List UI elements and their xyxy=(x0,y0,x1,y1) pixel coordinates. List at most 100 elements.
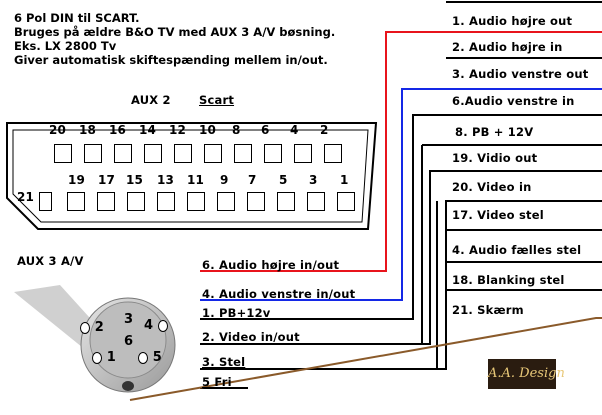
scart-pin-19: 19 xyxy=(68,173,86,187)
wire-audio-left xyxy=(200,88,602,301)
din-label-1: 6. Audio højre in/out xyxy=(202,258,340,272)
scart-label-11: 21. Skærm xyxy=(452,303,524,317)
pin-box xyxy=(187,192,205,211)
scart-connector xyxy=(6,122,378,230)
scart-label-aux: AUX 2 xyxy=(131,93,171,107)
scart-label-5: 8. PB + 12V xyxy=(455,125,534,139)
din-pin-3-label: 3 xyxy=(124,312,134,327)
scart-pin-boxes-top xyxy=(54,144,354,164)
din-pin-1: 1 xyxy=(92,350,116,365)
scart-pin-2: 2 xyxy=(320,123,329,137)
header-line-3: Eks. LX 2800 Tv xyxy=(14,39,117,53)
wire-shield xyxy=(129,317,602,401)
din-pin-6-label: 6 xyxy=(124,334,134,349)
scart-pin-16: 16 xyxy=(109,123,127,137)
scart-pin-12: 12 xyxy=(169,123,187,137)
scart-pin-boxes-bottom xyxy=(39,192,359,212)
scart-pin-17: 17 xyxy=(98,173,116,187)
scart-label-9: 4. Audio fælles stel xyxy=(452,243,582,257)
scart-label-4: 6.Audio venstre in xyxy=(452,94,575,108)
scart-label-8: 17. Video stel xyxy=(452,208,544,222)
din-pin-5-label: 5 xyxy=(152,350,162,365)
scart-pin-18: 18 xyxy=(79,123,97,137)
scart-label-7: 20. Video in xyxy=(452,180,532,194)
din-label-2: 4. Audio venstre in/out xyxy=(202,287,356,301)
scart-pin-9: 9 xyxy=(220,173,229,187)
wires xyxy=(129,1,602,401)
header-line-2: Bruges på ældre B&O TV med AUX 3 A/V bøs… xyxy=(14,25,336,39)
din-pin-2: 2 xyxy=(80,320,104,335)
header-line-1: 6 Pol DIN til SCART. xyxy=(14,11,140,25)
scart-even-row: 20 18 16 14 12 10 8 6 4 2 xyxy=(49,123,349,137)
scart-pin-20: 20 xyxy=(49,123,67,137)
pin-box xyxy=(337,192,355,211)
pin-box xyxy=(67,192,85,211)
scart-pin-4: 4 xyxy=(290,123,299,137)
scart-outline xyxy=(6,122,378,230)
din-label-4: 2. Video in/out xyxy=(202,330,300,344)
scart-label-10: 18. Blanking stel xyxy=(452,273,565,287)
scart-label-scart: Scart xyxy=(199,93,235,107)
pin-box xyxy=(39,192,52,211)
wire-pb xyxy=(200,114,602,320)
scart-pin-1: 1 xyxy=(340,173,349,187)
din-pin-3: 3 xyxy=(124,312,133,327)
pin-box xyxy=(157,192,175,211)
din-pin-1-label: 1 xyxy=(106,350,116,365)
din-pin-circle xyxy=(80,321,90,334)
scart-odd-row: 19 17 15 13 11 9 7 5 3 1 xyxy=(68,173,358,187)
scart-pin-21: 21 xyxy=(17,190,35,204)
pin-box xyxy=(84,144,102,163)
din-pins: 2 3 4 6 1 5 xyxy=(80,310,170,370)
pin-box xyxy=(217,192,235,211)
aa-design-logo-text: A.A. Design xyxy=(488,366,565,381)
din-label: AUX 3 A/V xyxy=(17,254,84,268)
scart-inner-outline xyxy=(12,129,369,223)
din-pin-circle xyxy=(92,351,102,364)
din-pin-6: 6 xyxy=(124,334,133,349)
din-label-6: 5 Fri xyxy=(202,375,232,389)
scart-pin-5: 5 xyxy=(279,173,288,187)
din-pin-2-label: 2 xyxy=(94,320,104,335)
pin-box xyxy=(324,144,342,163)
din-label-3: 1. PB+12v xyxy=(202,306,271,320)
scart-pin-7: 7 xyxy=(248,173,257,187)
pin-box xyxy=(204,144,222,163)
scart-label-3: 3. Audio venstre out xyxy=(452,67,589,81)
pin-box xyxy=(234,144,252,163)
din-cable-body xyxy=(14,285,128,390)
pin-box xyxy=(247,192,265,211)
pin-box xyxy=(294,144,312,163)
scart-pin-13: 13 xyxy=(157,173,175,187)
wire-video-in xyxy=(200,170,602,345)
pin-box xyxy=(264,144,282,163)
din-key xyxy=(122,381,134,391)
header-line-4: Giver automatisk skiftespænding mellem i… xyxy=(14,53,328,67)
pin-box xyxy=(54,144,72,163)
scart-pin-6: 6 xyxy=(261,123,270,137)
din-pin-4-label: 4 xyxy=(144,318,154,333)
din-pin-5: 5 xyxy=(138,350,162,365)
din-label-5: 3. Stel xyxy=(202,355,246,369)
pin-box xyxy=(114,144,132,163)
pin-box xyxy=(277,192,295,211)
din-pin-4: 4 xyxy=(144,318,168,333)
din-pin-circle xyxy=(138,351,148,364)
scart-pin-3: 3 xyxy=(309,173,318,187)
scart-label-1: 1. Audio højre out xyxy=(452,14,573,28)
scart-pin-15: 15 xyxy=(126,173,144,187)
scart-pin-8: 8 xyxy=(232,123,241,137)
pin-box xyxy=(127,192,145,211)
pin-box xyxy=(144,144,162,163)
aa-design-logo xyxy=(488,359,556,389)
scart-pin-10: 10 xyxy=(199,123,217,137)
scart-label-2: 2. Audio højre in xyxy=(452,40,563,54)
din-pin-circle xyxy=(157,319,168,332)
scart-pin-14: 14 xyxy=(139,123,157,137)
wire-stel xyxy=(200,200,602,370)
pin-box xyxy=(307,192,325,211)
pin-box xyxy=(97,192,115,211)
pin-box xyxy=(174,144,192,163)
wire-audio-right xyxy=(200,31,602,272)
